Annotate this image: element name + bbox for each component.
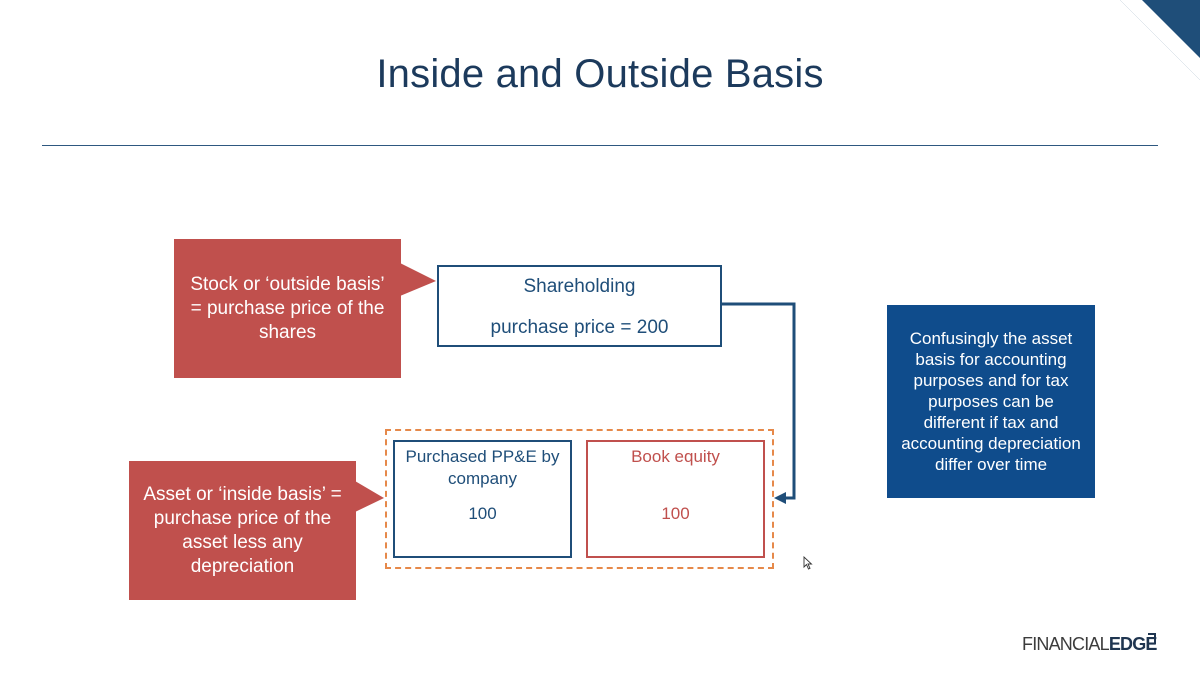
slide-title: Inside and Outside Basis [376,52,824,96]
mouse-cursor-icon [803,556,813,570]
ppe-box: Purchased PP&E by company 100 [393,440,572,558]
book-equity-title: Book equity [631,447,720,466]
ppe-title: Purchased PP&E by company [405,447,560,488]
shareholding-arrowhead [774,492,786,504]
book-equity-value: 100 [661,504,690,523]
shareholding-value: purchase price = 200 [490,317,669,338]
ppe-value: 100 [468,504,497,523]
financial-edge-logo: FINANCIALEDGE [1022,634,1157,655]
logo-bracket-icon [1148,633,1156,644]
shareholding-box: Shareholding purchase price = 200 [437,265,722,347]
logo-text-edge: EDGE [1108,634,1158,654]
logo-text-financial: FINANCIAL [1022,634,1110,654]
inside-basis-callout: Asset or ‘inside basis’ = purchase price… [129,461,356,600]
accounting-tax-note: Confusingly the asset basis for accounti… [887,305,1095,498]
inside-callout-pointer [355,481,384,512]
outside-callout-pointer [400,263,436,296]
shareholding-title: Shareholding [523,276,636,297]
company-group-dashed-border [385,429,774,569]
corner-accent [1120,0,1200,80]
title-divider [42,145,1158,146]
outside-basis-callout: Stock or ‘outside basis’ = purchase pric… [174,239,401,378]
shareholding-arrow [722,302,796,500]
book-equity-box: Book equity 100 [586,440,765,558]
